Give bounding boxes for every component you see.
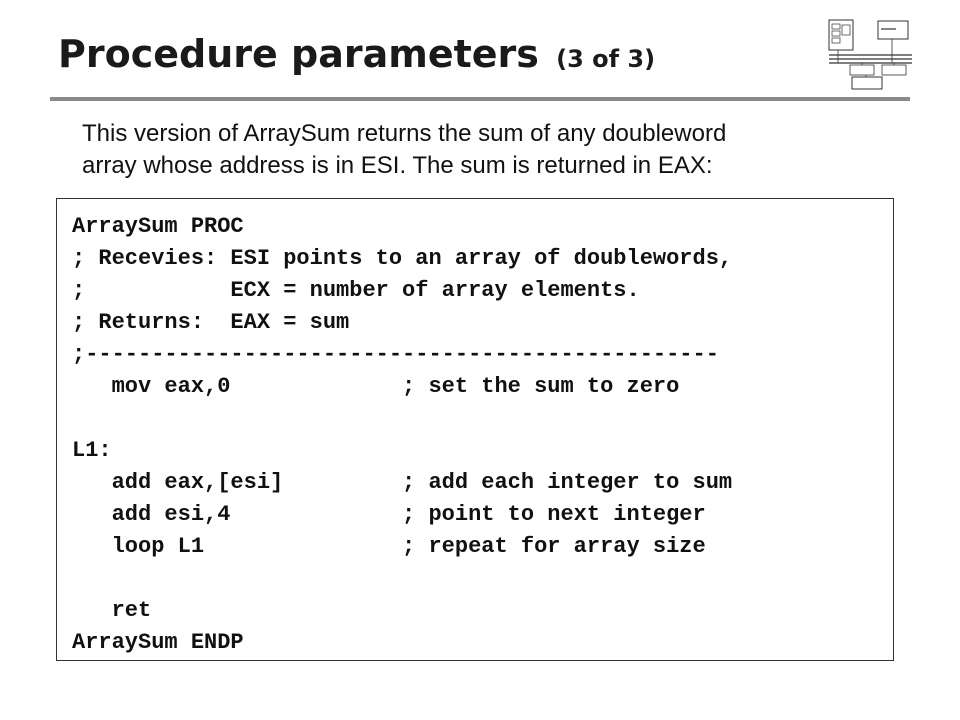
code-line: L1: bbox=[72, 438, 112, 463]
code-line: loop L1 ; repeat for array size bbox=[72, 534, 706, 559]
code-line bbox=[72, 563, 893, 595]
intro-line-1: This version of ArraySum returns the sum… bbox=[82, 120, 727, 147]
intro-line-2: array whose address is in ESI. The sum i… bbox=[82, 152, 713, 179]
code-line: add esi,4 ; point to next integer bbox=[72, 502, 706, 527]
code-line: mov eax,0 ; set the sum to zero bbox=[72, 374, 680, 399]
code-line: ; Returns: EAX = sum bbox=[72, 310, 350, 335]
slide-title-main: Procedure parameters bbox=[58, 32, 539, 76]
code-line: ; Recevies: ESI points to an array of do… bbox=[72, 246, 733, 271]
code-line: ; ECX = number of array elements. bbox=[72, 278, 640, 303]
slide-title: Procedure parameters (3 of 3) bbox=[58, 32, 656, 76]
intro-paragraph: This version of ArraySum returns the sum… bbox=[82, 118, 882, 182]
code-listing: ArraySum PROC ; Recevies: ESI points to … bbox=[56, 198, 894, 661]
code-line: add eax,[esi] ; add each integer to sum bbox=[72, 470, 733, 495]
code-line bbox=[72, 403, 893, 435]
code-line: ret bbox=[72, 598, 152, 623]
computer-architecture-diagram-icon bbox=[828, 19, 912, 90]
code-line: ArraySum ENDP bbox=[72, 630, 244, 655]
code-line: ArraySum PROC bbox=[72, 214, 244, 239]
code-line: ;---------------------------------------… bbox=[72, 342, 719, 367]
slide-title-suffix: (3 of 3) bbox=[556, 45, 656, 73]
title-underline-divider bbox=[50, 97, 910, 101]
